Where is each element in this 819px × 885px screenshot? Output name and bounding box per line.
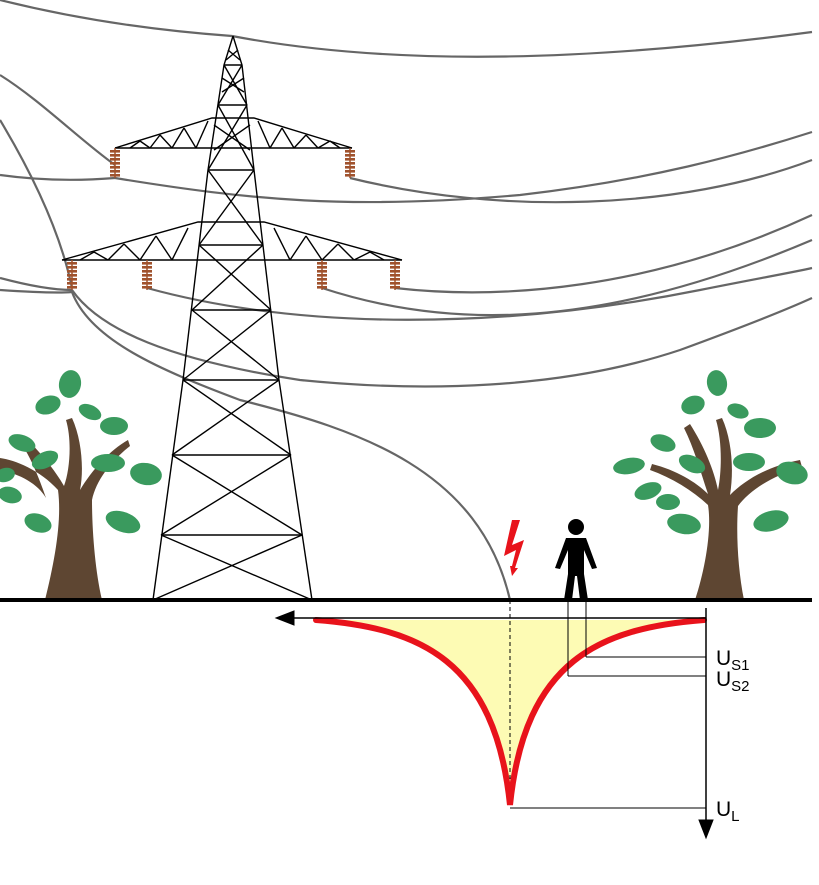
leaf-icon	[656, 494, 680, 510]
leaf-icon	[733, 453, 765, 471]
tree-trunk	[650, 418, 802, 600]
insulator-icon	[345, 148, 355, 178]
power-line	[0, 276, 73, 292]
leaf-icon	[24, 513, 52, 533]
insulators	[67, 148, 400, 290]
leaf-icon	[753, 510, 789, 532]
power-line	[394, 214, 813, 294]
power-line	[0, 173, 116, 181]
lower-crossarm	[61, 221, 403, 261]
potential-curve	[313, 617, 707, 806]
power-line	[0, 0, 233, 38]
leaf-icon	[35, 395, 61, 415]
leaf-icon	[678, 454, 706, 474]
power-line	[0, 288, 73, 294]
leaf-icon	[613, 457, 645, 475]
leaf-icon	[100, 417, 128, 435]
power-line	[231, 30, 813, 58]
person-icon	[555, 519, 597, 600]
leaf-icon	[727, 403, 749, 419]
voltage-axis	[698, 608, 714, 840]
leaf-icon	[0, 486, 22, 504]
power-line	[0, 74, 116, 166]
label-us2: US2	[716, 668, 750, 695]
power-line	[146, 266, 813, 321]
leaf-icon	[130, 462, 162, 486]
power-line	[0, 119, 74, 289]
tower-leg-right	[232, 35, 313, 601]
leaf-icon	[105, 510, 141, 534]
leaf-icon	[58, 370, 82, 398]
lightning-bolt-icon	[504, 520, 524, 576]
power-line	[349, 158, 813, 204]
leaf-icon	[667, 513, 701, 535]
upper-crossarm	[114, 117, 353, 149]
insulator-icon	[67, 260, 77, 290]
step-lines	[510, 600, 706, 809]
tree-icon	[650, 418, 802, 600]
transmission-tower-icon	[61, 35, 403, 601]
insulator-icon	[110, 148, 120, 178]
leaf-icon	[31, 450, 59, 470]
label-us1: US1	[716, 647, 750, 674]
insulator-icon	[390, 260, 400, 290]
leaf-icon	[744, 418, 776, 438]
leaf-icon	[681, 395, 705, 415]
leaf-icon	[776, 461, 808, 485]
leaf-icon	[8, 434, 36, 452]
leaf-icon	[706, 370, 728, 396]
leaf-icon	[91, 454, 125, 472]
leaf-icon	[634, 482, 662, 500]
power-line	[71, 289, 813, 388]
distance-axis	[274, 610, 706, 626]
leaf-icon	[650, 434, 676, 452]
power-line	[70, 291, 512, 601]
power-line	[114, 130, 813, 204]
insulator-icon	[142, 260, 152, 290]
power-line	[321, 238, 813, 317]
tree-leaves	[0, 370, 808, 535]
power-lines	[0, 0, 813, 601]
leaf-icon	[0, 467, 15, 483]
label-ul: UL	[716, 798, 740, 825]
leaf-icon	[78, 403, 102, 421]
insulator-icon	[317, 260, 327, 290]
